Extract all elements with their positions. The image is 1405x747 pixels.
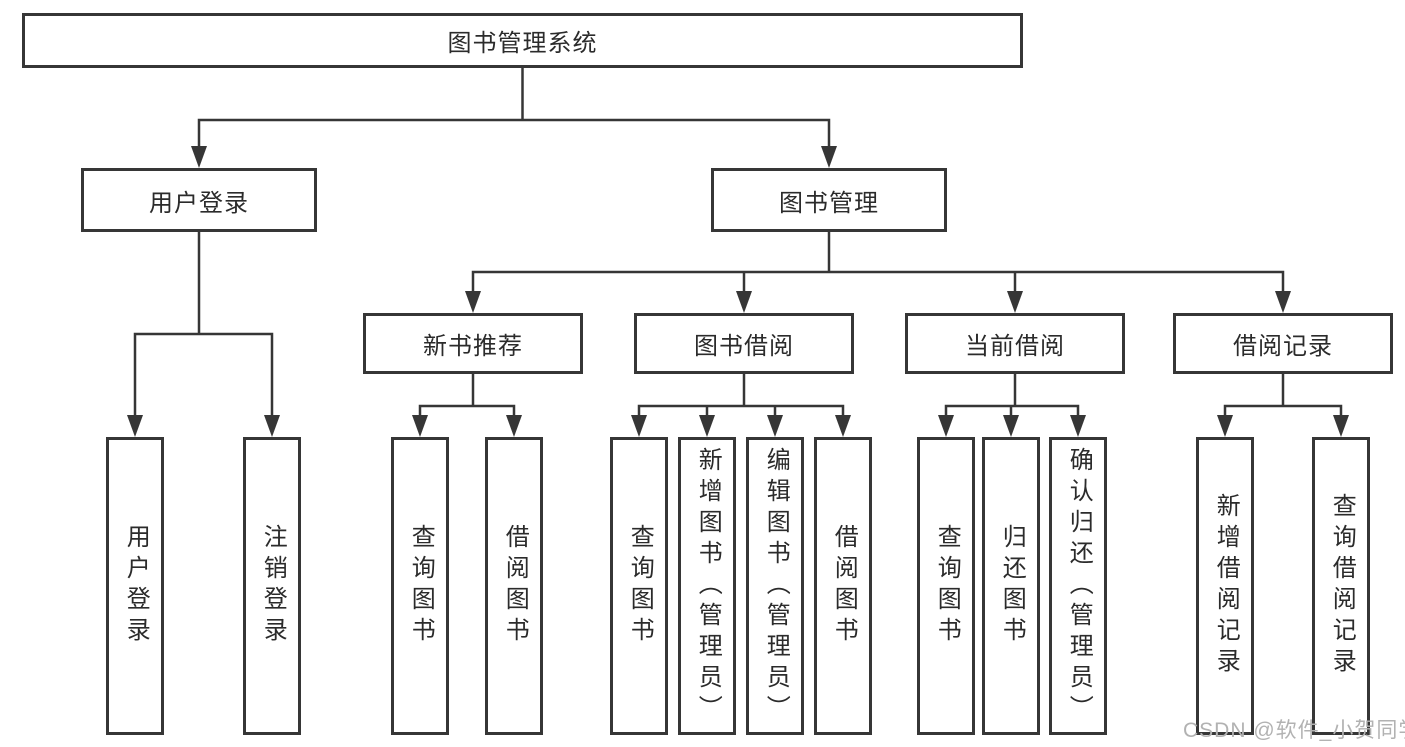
leaf-records-add-borrow-record: 新增借阅记录	[1196, 437, 1254, 735]
watermark: CSDN @软件_小贺同学	[1183, 719, 1405, 742]
leaf-records-query-borrow-record: 查询借阅记录	[1312, 437, 1370, 735]
leaf-label: 用户登录	[122, 524, 150, 648]
leaf-label: 编辑图书（管理员）	[762, 446, 790, 726]
leaf-borrow-add-books-admin: 新增图书（管理员）	[678, 437, 736, 735]
leaf-current-return-books: 归还图书	[982, 437, 1040, 735]
leaf-borrow-query-books: 查询图书	[610, 437, 668, 735]
node-current-borrow: 当前借阅	[905, 313, 1125, 374]
leaf-current-query-books: 查询图书	[917, 437, 975, 735]
node-new-book-recommend: 新书推荐	[363, 313, 583, 374]
node-root: 图书管理系统	[22, 13, 1023, 68]
leaf-borrow-borrow-books: 借阅图书	[814, 437, 872, 735]
node-user-login: 用户登录	[81, 168, 317, 232]
leaf-label: 查询图书	[933, 524, 961, 648]
leaf-current-confirm-return-admin: 确认归还（管理员）	[1049, 437, 1107, 735]
leaf-user-login: 用户登录	[106, 437, 164, 735]
leaf-label: 归还图书	[998, 524, 1026, 648]
leaf-label: 注销登录	[259, 524, 287, 648]
node-book-borrow: 图书借阅	[634, 313, 854, 374]
leaf-logout-login: 注销登录	[243, 437, 301, 735]
leaf-label: 查询借阅记录	[1328, 493, 1356, 679]
leaf-label: 新增图书（管理员）	[694, 446, 722, 726]
leaf-borrow-edit-books-admin: 编辑图书（管理员）	[746, 437, 804, 735]
leaf-label: 借阅图书	[501, 524, 529, 648]
leaf-recommend-query-books: 查询图书	[391, 437, 449, 735]
node-book-management: 图书管理	[711, 168, 947, 232]
leaf-label: 新增借阅记录	[1212, 493, 1240, 679]
leaf-label: 查询图书	[626, 524, 654, 648]
leaf-label: 确认归还（管理员）	[1065, 446, 1093, 726]
node-borrow-records: 借阅记录	[1173, 313, 1393, 374]
leaf-recommend-borrow-books: 借阅图书	[485, 437, 543, 735]
leaf-label: 查询图书	[407, 524, 435, 648]
leaf-label: 借阅图书	[830, 524, 858, 648]
